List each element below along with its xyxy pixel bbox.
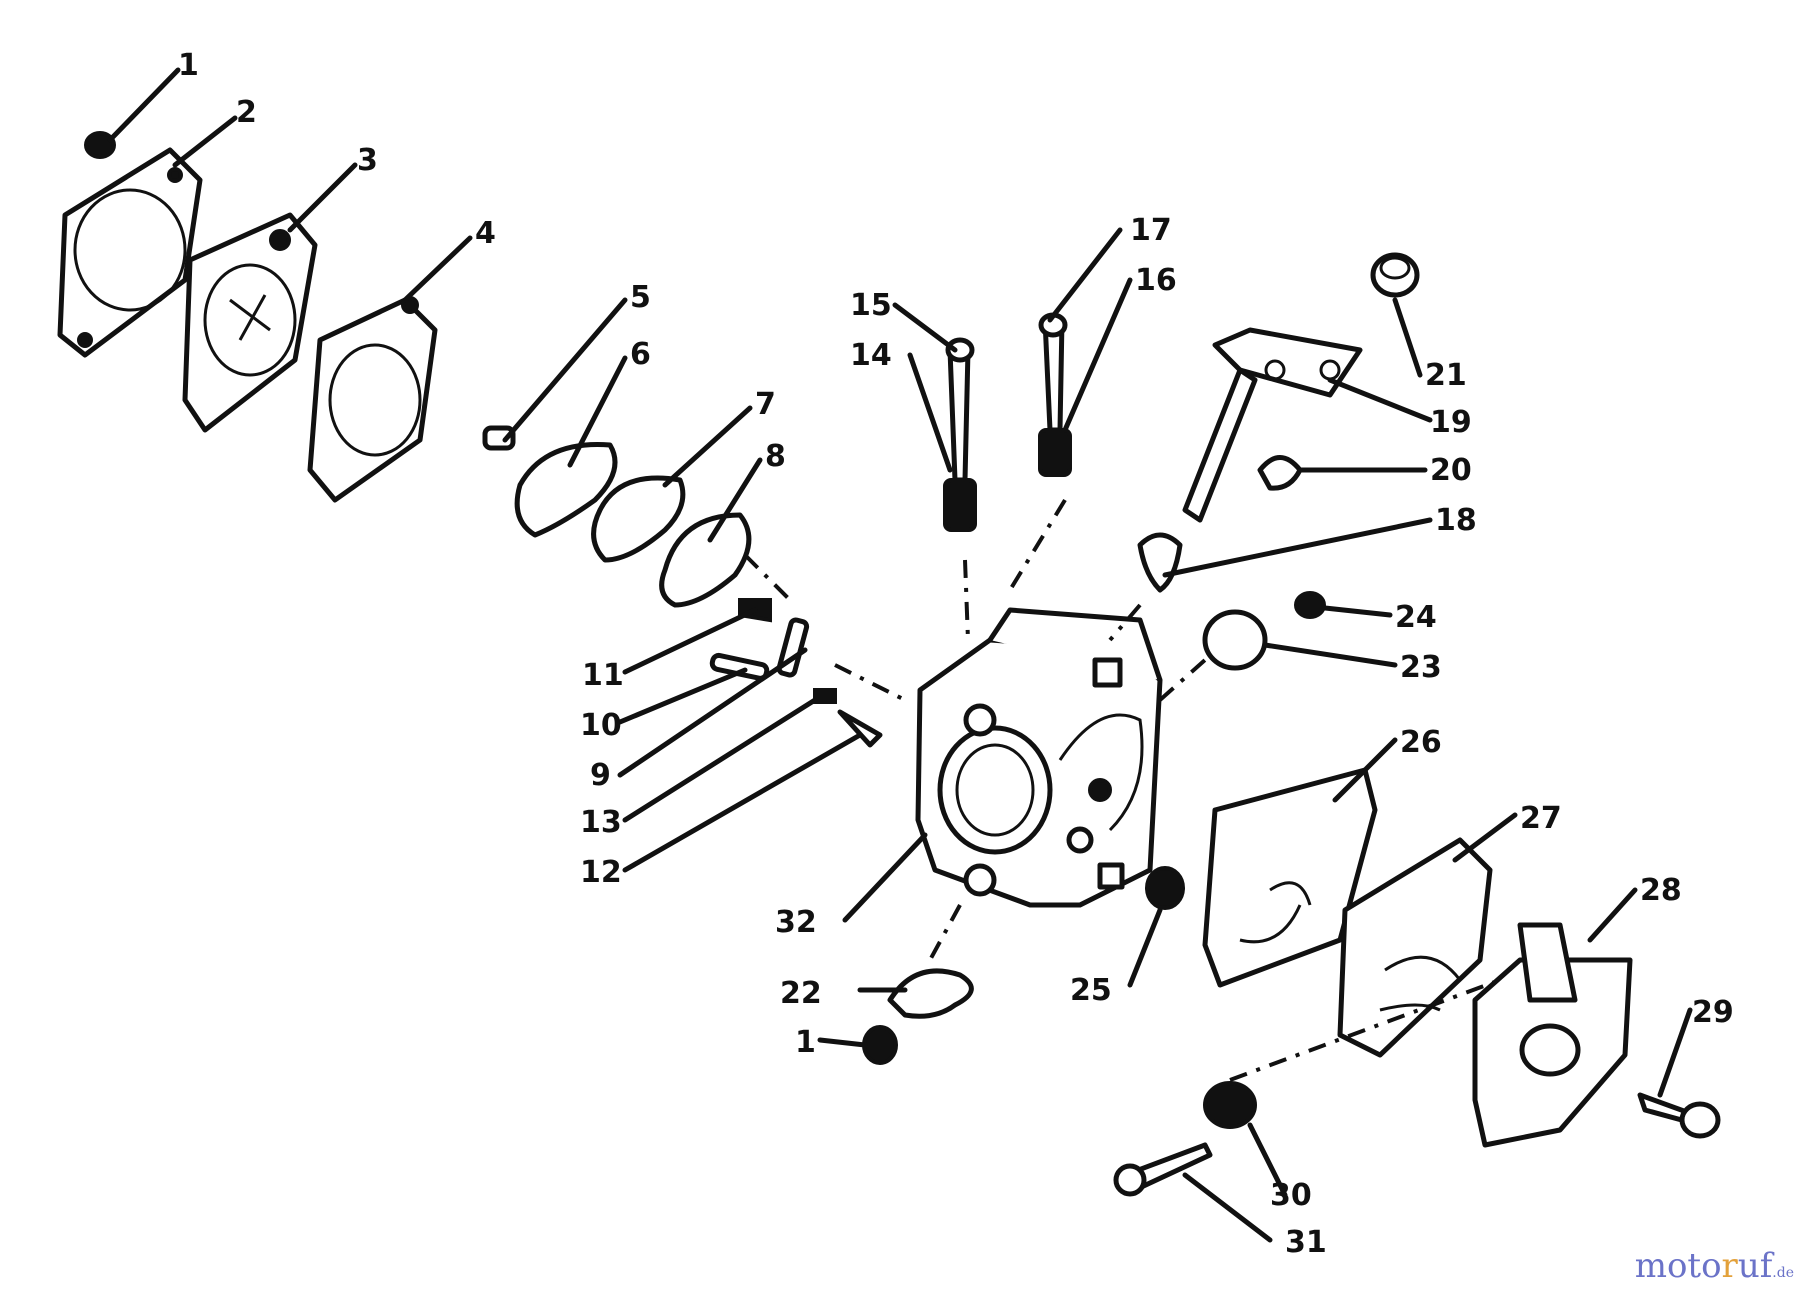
part-screw-24 [1294,591,1326,619]
callout-13: 13 [580,805,622,840]
part-bracket-22 [887,968,974,1019]
part-pump-diaphragm [182,212,318,433]
callout-25: 25 [1070,973,1112,1008]
part-spring-13 [813,688,837,704]
part-pump-cover [57,147,203,358]
callout-10: 10 [580,708,622,743]
part-throttle-lever-19 [1182,327,1363,523]
part-plug-25 [1145,866,1185,910]
part-lever-6 [514,442,618,538]
callout-27: 27 [1520,801,1562,836]
callout-32: 32 [775,905,817,940]
watermark: motoruf.de [1635,1246,1794,1286]
part-lever-12 [837,709,883,748]
part-spring-18 [1137,532,1183,593]
callout-18: 18 [1435,503,1477,538]
callout-28: 28 [1640,873,1682,908]
watermark-part-4: .de [1772,1265,1794,1281]
part-adjust-screw-14 [943,337,977,532]
callout-15: 15 [850,288,892,323]
callout-14: 14 [850,338,892,373]
part-diaphragm-27 [1337,837,1493,1058]
part-lever-8 [659,512,752,608]
part-cover-28 [1229,922,1633,1148]
part-filter-30 [1203,1081,1257,1129]
callout-3: 3 [357,143,378,178]
callout-4: 4 [475,216,496,251]
callout-2: 2 [236,95,257,130]
callout-17: 17 [1130,213,1172,248]
callout-6: 6 [630,337,651,372]
callout-8: 8 [765,439,786,474]
watermark-part-2: r [1721,1246,1738,1286]
part-body-fitting [1097,862,1125,890]
part-carburetor-body [915,607,1163,908]
callout-1-lower: 1 [795,1025,816,1060]
part-disc-23 [1202,609,1268,671]
callout-labels: 1 2 3 4 5 6 7 8 9 10 11 12 13 14 15 16 1… [178,48,1734,1260]
callout-26: 26 [1400,725,1442,760]
leader-lines [107,67,1693,1243]
callout-24: 24 [1395,600,1437,635]
callout-5: 5 [630,280,651,315]
callout-12: 12 [580,855,622,890]
parts-artwork [57,131,1721,1197]
part-knob-21 [1370,252,1420,298]
callout-21: 21 [1425,358,1467,393]
watermark-part-1: moto [1634,1246,1722,1286]
callout-19: 19 [1430,405,1472,440]
watermark-part-3: uf [1737,1246,1773,1286]
part-lever-7 [591,475,686,563]
callout-22: 22 [780,976,822,1011]
callout-29: 29 [1692,995,1734,1030]
part-screw-top [84,131,116,159]
callout-30: 30 [1270,1178,1312,1213]
part-adjust-screw-17 [1038,312,1072,477]
part-screw-5 [482,425,516,451]
part-clip-20 [1257,455,1303,491]
callout-9: 9 [590,758,611,793]
callout-1: 1 [178,48,199,83]
callout-16: 16 [1135,263,1177,298]
part-screw-1-lower [862,1025,898,1065]
callout-31: 31 [1285,1225,1327,1260]
callout-23: 23 [1400,650,1442,685]
callout-7: 7 [755,387,776,422]
part-gasket [307,296,438,503]
part-pin-10 [709,652,770,681]
callout-11: 11 [582,658,624,693]
callout-20: 20 [1430,453,1472,488]
